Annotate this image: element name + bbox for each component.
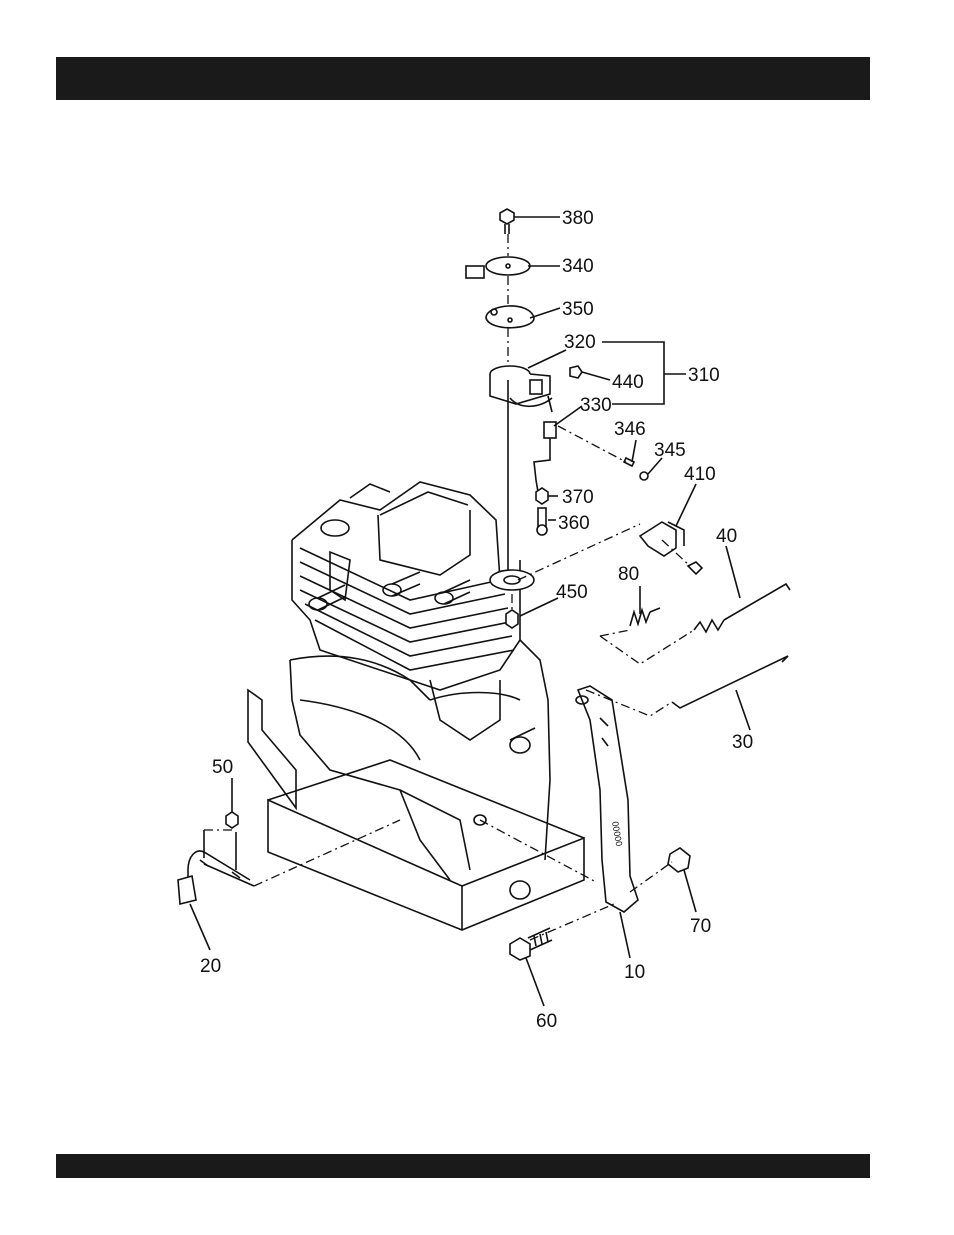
callout-410: 410 — [684, 464, 716, 485]
callout-380: 380 — [562, 208, 594, 229]
callout-370: 370 — [562, 487, 594, 508]
choke-rod-drawing — [178, 812, 254, 904]
callout-330: 330 — [580, 395, 612, 416]
callout-345: 345 — [654, 440, 686, 461]
callout-80: 80 — [618, 564, 639, 585]
callout-450: 450 — [556, 582, 588, 603]
callout-30: 30 — [732, 732, 753, 753]
callout-440: 440 — [612, 372, 644, 393]
callout-340: 340 — [562, 256, 594, 277]
throttle-linkage-drawing: 00000 — [510, 584, 790, 960]
engine-block-drawing — [248, 482, 584, 930]
callout-350: 350 — [562, 299, 594, 320]
callout-labels: 380 340 350 320 440 310 330 346 345 410 … — [200, 208, 753, 1032]
callout-346: 346 — [614, 419, 646, 440]
callout-50: 50 — [212, 757, 233, 778]
callout-360: 360 — [558, 513, 590, 534]
leader-lines — [190, 217, 750, 1006]
callout-70: 70 — [690, 916, 711, 937]
callout-310: 310 — [688, 365, 720, 386]
callout-60: 60 — [536, 1011, 557, 1032]
callout-10: 10 — [624, 962, 645, 983]
callout-20: 20 — [200, 956, 221, 977]
callout-40: 40 — [716, 526, 737, 547]
callout-320: 320 — [564, 332, 596, 353]
